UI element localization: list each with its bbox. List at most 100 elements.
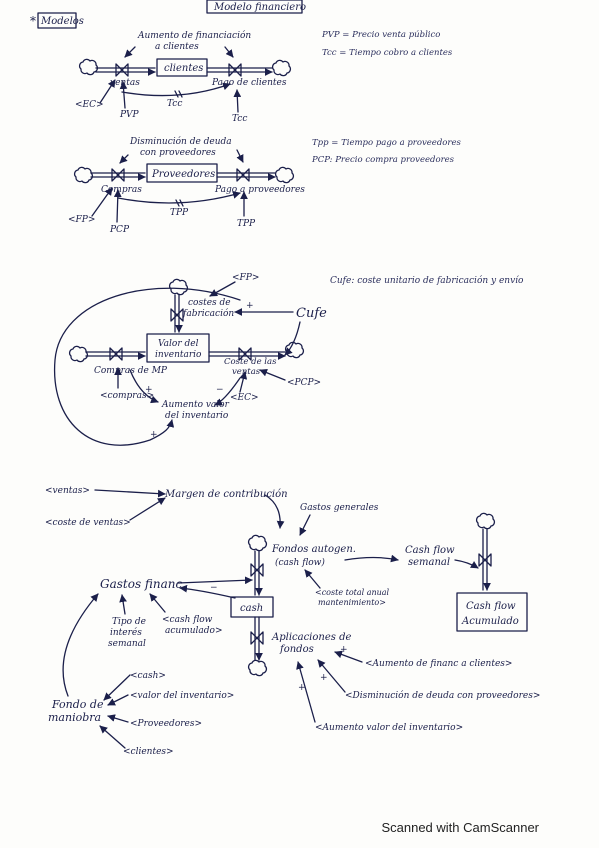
title-box — [206, 0, 303, 14]
fondo-maniobra-1: Fondo de — [51, 698, 104, 711]
input-tcc: Tcc — [232, 114, 247, 124]
var-cufe: Cufe — [296, 306, 327, 321]
svg-text:−: − — [210, 583, 218, 593]
top-cloud-icon — [247, 534, 268, 552]
ref-pcp: <PCP> — [287, 378, 321, 388]
source-cloud-icon — [73, 166, 94, 184]
tipo-interes-1: Tipo de — [112, 617, 146, 627]
top-cloud-icon — [475, 512, 496, 530]
disminucion-deuda-1: Disminución de deuda — [129, 136, 232, 147]
gastos-financ: Gastos financ. — [100, 577, 186, 591]
page-title: Modelo financiero — [213, 2, 306, 13]
section-marker: * — [30, 14, 36, 28]
section-label: Modelos — [40, 16, 84, 27]
inflow-ventas: ventas — [110, 78, 140, 88]
stock-cash-box — [230, 596, 274, 618]
svg-text:+: + — [145, 385, 153, 395]
note-cufe: Cufe: coste unitario de fabricación y en… — [330, 275, 524, 286]
fondos-autogen-2: (cash flow) — [275, 557, 325, 568]
svg-text:+: + — [320, 673, 328, 683]
valve-icon — [170, 308, 184, 322]
fm-input-proveedores: <Proveedores> — [130, 719, 202, 729]
stock-flow-clientes: clientes ventas Pago de clientes Aumento… — [75, 30, 292, 124]
coste-mantenimiento-1: <coste total anual — [315, 588, 390, 597]
svg-text:+: + — [340, 645, 348, 655]
source-cloud-icon — [68, 345, 89, 363]
fondo-maniobra-2: maniobra — [48, 711, 101, 724]
cash-flow-semanal-2: semanal — [408, 557, 450, 568]
ref-cash-flow-acum-2: acumulado> — [165, 626, 223, 636]
outflow-coste-ventas-1: Coste de las — [224, 357, 277, 367]
ref-disminucion-deuda: <Disminución de deuda con proveedores> — [345, 690, 540, 701]
sink-cloud-icon — [247, 659, 268, 677]
valve-icon — [111, 168, 125, 182]
fm-input-valor-inventario: <valor del inventario> — [130, 691, 234, 701]
sink-cloud-icon — [271, 59, 292, 77]
ref-fp: <FP> — [232, 273, 259, 283]
aumento-financ-1: Aumento de financiación — [137, 30, 251, 41]
valve-icon — [236, 168, 250, 182]
input-pvp: PVP — [119, 110, 140, 120]
inflow-compras: Compras — [101, 185, 142, 195]
stock-inventario-2: inventario — [155, 350, 202, 360]
cash-flow-acumulado-2: Acumulado — [461, 616, 519, 627]
note-tpp: Tpp = Tiempo pago a proveedores — [312, 138, 461, 148]
delay-tpp: TPP — [170, 208, 189, 218]
scanner-footer: Scanned with CamScanner — [381, 820, 539, 835]
cash-flow-semanal-1: Cash flow — [405, 545, 455, 556]
input-ec: <EC> — [75, 100, 104, 110]
ref-aumento-financ: <Aumento de financ a clientes> — [365, 659, 512, 669]
svg-text:+: + — [150, 430, 158, 440]
fm-input-cash: <cash> — [130, 671, 166, 681]
stock-flow-proveedores: Proveedores Compras Pago a proveedores D… — [68, 136, 305, 235]
aumento-valor-1: Aumento valor — [161, 400, 230, 410]
stock-cash: cash — [240, 603, 263, 614]
section-label-box — [37, 12, 77, 29]
input-fp: <FP> — [68, 215, 95, 225]
stock-proveedores: Proveedores — [151, 169, 215, 180]
stock-cash-flow-acumulado-box — [456, 592, 528, 632]
valve-icon — [250, 631, 264, 645]
ref-ventas: <ventas> — [45, 486, 90, 496]
valve-icon — [478, 553, 492, 567]
stock-inventario-1: Valor del — [158, 339, 199, 349]
cash-flow-acumulado-1: Cash flow — [466, 601, 516, 612]
costes-fab-2: fabricación — [182, 308, 234, 319]
sink-cloud-icon — [274, 166, 295, 184]
valve-icon — [109, 347, 123, 361]
delay-tcc: Tcc — [167, 99, 182, 109]
input-pcp: PCP — [109, 225, 130, 235]
ref-cash-flow-acum-1: <cash flow — [162, 615, 213, 625]
svg-text:+: + — [246, 301, 254, 311]
valve-icon — [250, 563, 264, 577]
outflow-pago-clientes: Pago de clientes — [211, 78, 287, 88]
coste-mantenimiento-2: mantenimiento> — [318, 598, 386, 607]
ref-ec: <EC> — [230, 393, 259, 403]
input-tpp: TPP — [237, 219, 256, 229]
fm-input-clientes: <clientes> — [123, 747, 174, 757]
margen-contribucion: Margen de contribución — [164, 489, 288, 500]
svg-text:−: − — [216, 385, 224, 395]
cash-flow-diagram: <ventas> <coste de ventas> Margen de con… — [45, 486, 540, 757]
stock-clientes: clientes — [164, 63, 203, 74]
disminucion-deuda-2: con proveedores — [140, 148, 216, 158]
note-pvp: PVP = Precio venta público — [321, 29, 440, 40]
aumento-financ-2: a clientes — [155, 42, 199, 52]
tipo-interes-2: interés — [110, 627, 142, 638]
aplicaciones-1: Aplicaciones de — [271, 632, 351, 643]
ref-coste-ventas: <coste de ventas> — [45, 518, 131, 528]
stock-inventario-box — [146, 333, 210, 363]
top-cloud-icon — [168, 278, 189, 296]
fondos-autogen-1: Fondos autogen. — [271, 544, 356, 555]
note-tcc: Tcc = Tiempo cobro a clientes — [322, 48, 453, 58]
gastos-generales: Gastos generales — [300, 503, 379, 513]
source-cloud-icon — [78, 58, 99, 76]
aplicaciones-2: fondos — [279, 644, 314, 655]
valve-icon — [228, 63, 242, 77]
aumento-valor-2: del inventario — [165, 411, 229, 421]
stock-flow-inventario: + costes de fabricación <FP> Cufe + Valo… — [53, 273, 327, 446]
costes-fab-1: costes de — [188, 298, 231, 308]
valve-icon — [115, 63, 129, 77]
